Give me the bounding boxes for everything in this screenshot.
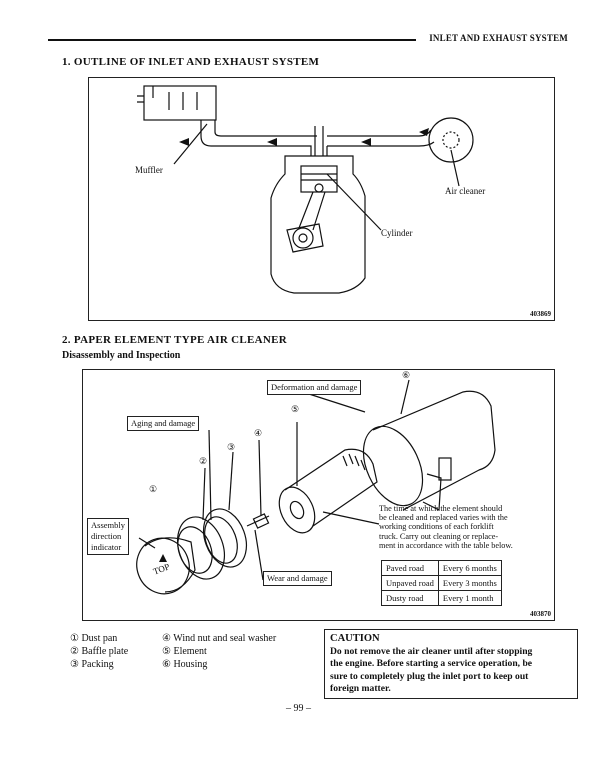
table-row: Unpaved road Every 3 months [381,575,502,591]
part-number-2: ② [199,456,208,466]
air-cleaner-drawing [136,379,496,595]
legend-left: ① Dust pan ② Baffle plate ③ Packing [70,632,128,671]
section2-subtitle: Disassembly and Inspection [62,350,181,361]
part-number-1: ① [149,484,158,494]
air-cleaner-label: Air cleaner [445,186,486,196]
legend-item: ⑥ Housing [162,659,208,670]
caution-box: CAUTION Do not remove the air cleaner un… [324,629,578,699]
aging-callout: Aging and damage [127,416,200,431]
header-title: INLET AND EXHAUST SYSTEM [429,33,568,43]
assembly-direction-callout: Assembly direction indicator [87,518,129,555]
wear-callout: Wear and damage [263,571,332,586]
interval-cell: Every 6 months [437,560,502,576]
part-number-6: ⑥ [402,370,411,380]
figure-number-2: 403870 [530,610,551,618]
cylinder-label: Cylinder [381,228,413,238]
legend-item: ③ Packing [70,659,114,670]
intake-exhaust-drawing [137,85,474,294]
section2-title: 2. PAPER ELEMENT TYPE AIR CLEANER [62,334,288,346]
part-number-5: ⑤ [291,404,300,414]
table-row: Paved road Every 6 months [381,560,502,576]
legend-item: ② Baffle plate [70,646,129,657]
page-number: – 99 – [286,703,311,714]
legend-item: ⑤ Element [162,646,207,657]
service-interval-table: Paved road Every 6 months Unpaved road E… [381,560,502,606]
road-type-cell: Unpaved road [381,575,439,591]
road-type-cell: Dusty road [381,590,439,606]
legend-item: ④ Wind nut and seal washer [162,633,277,644]
muffler-label: Muffler [135,165,163,175]
top-mark-arrow-icon [159,554,167,562]
maintenance-note: The time at which the element should be … [379,504,513,550]
legend-right: ④ Wind nut and seal washer ⑤ Element ⑥ H… [162,632,276,671]
header-rule [48,39,416,41]
part-number-3: ③ [227,442,236,452]
interval-cell: Every 3 months [437,575,502,591]
road-type-cell: Paved road [381,560,439,576]
section1-title: 1. OUTLINE OF INLET AND EXHAUST SYSTEM [62,56,320,68]
part-number-4: ④ [254,428,263,438]
interval-cell: Every 1 month [437,590,502,606]
legend-item: ① Dust pan [70,633,118,644]
table-row: Dusty road Every 1 month [381,590,502,606]
caution-title: CAUTION [330,633,380,644]
figure-number-1: 403869 [530,310,551,318]
air-cleaner-diagram: Deformation and damage Aging and damage … [82,369,555,621]
deformation-callout: Deformation and damage [267,380,362,395]
intake-exhaust-diagram: Muffler Air cleaner Cylinder 403869 [88,77,555,321]
